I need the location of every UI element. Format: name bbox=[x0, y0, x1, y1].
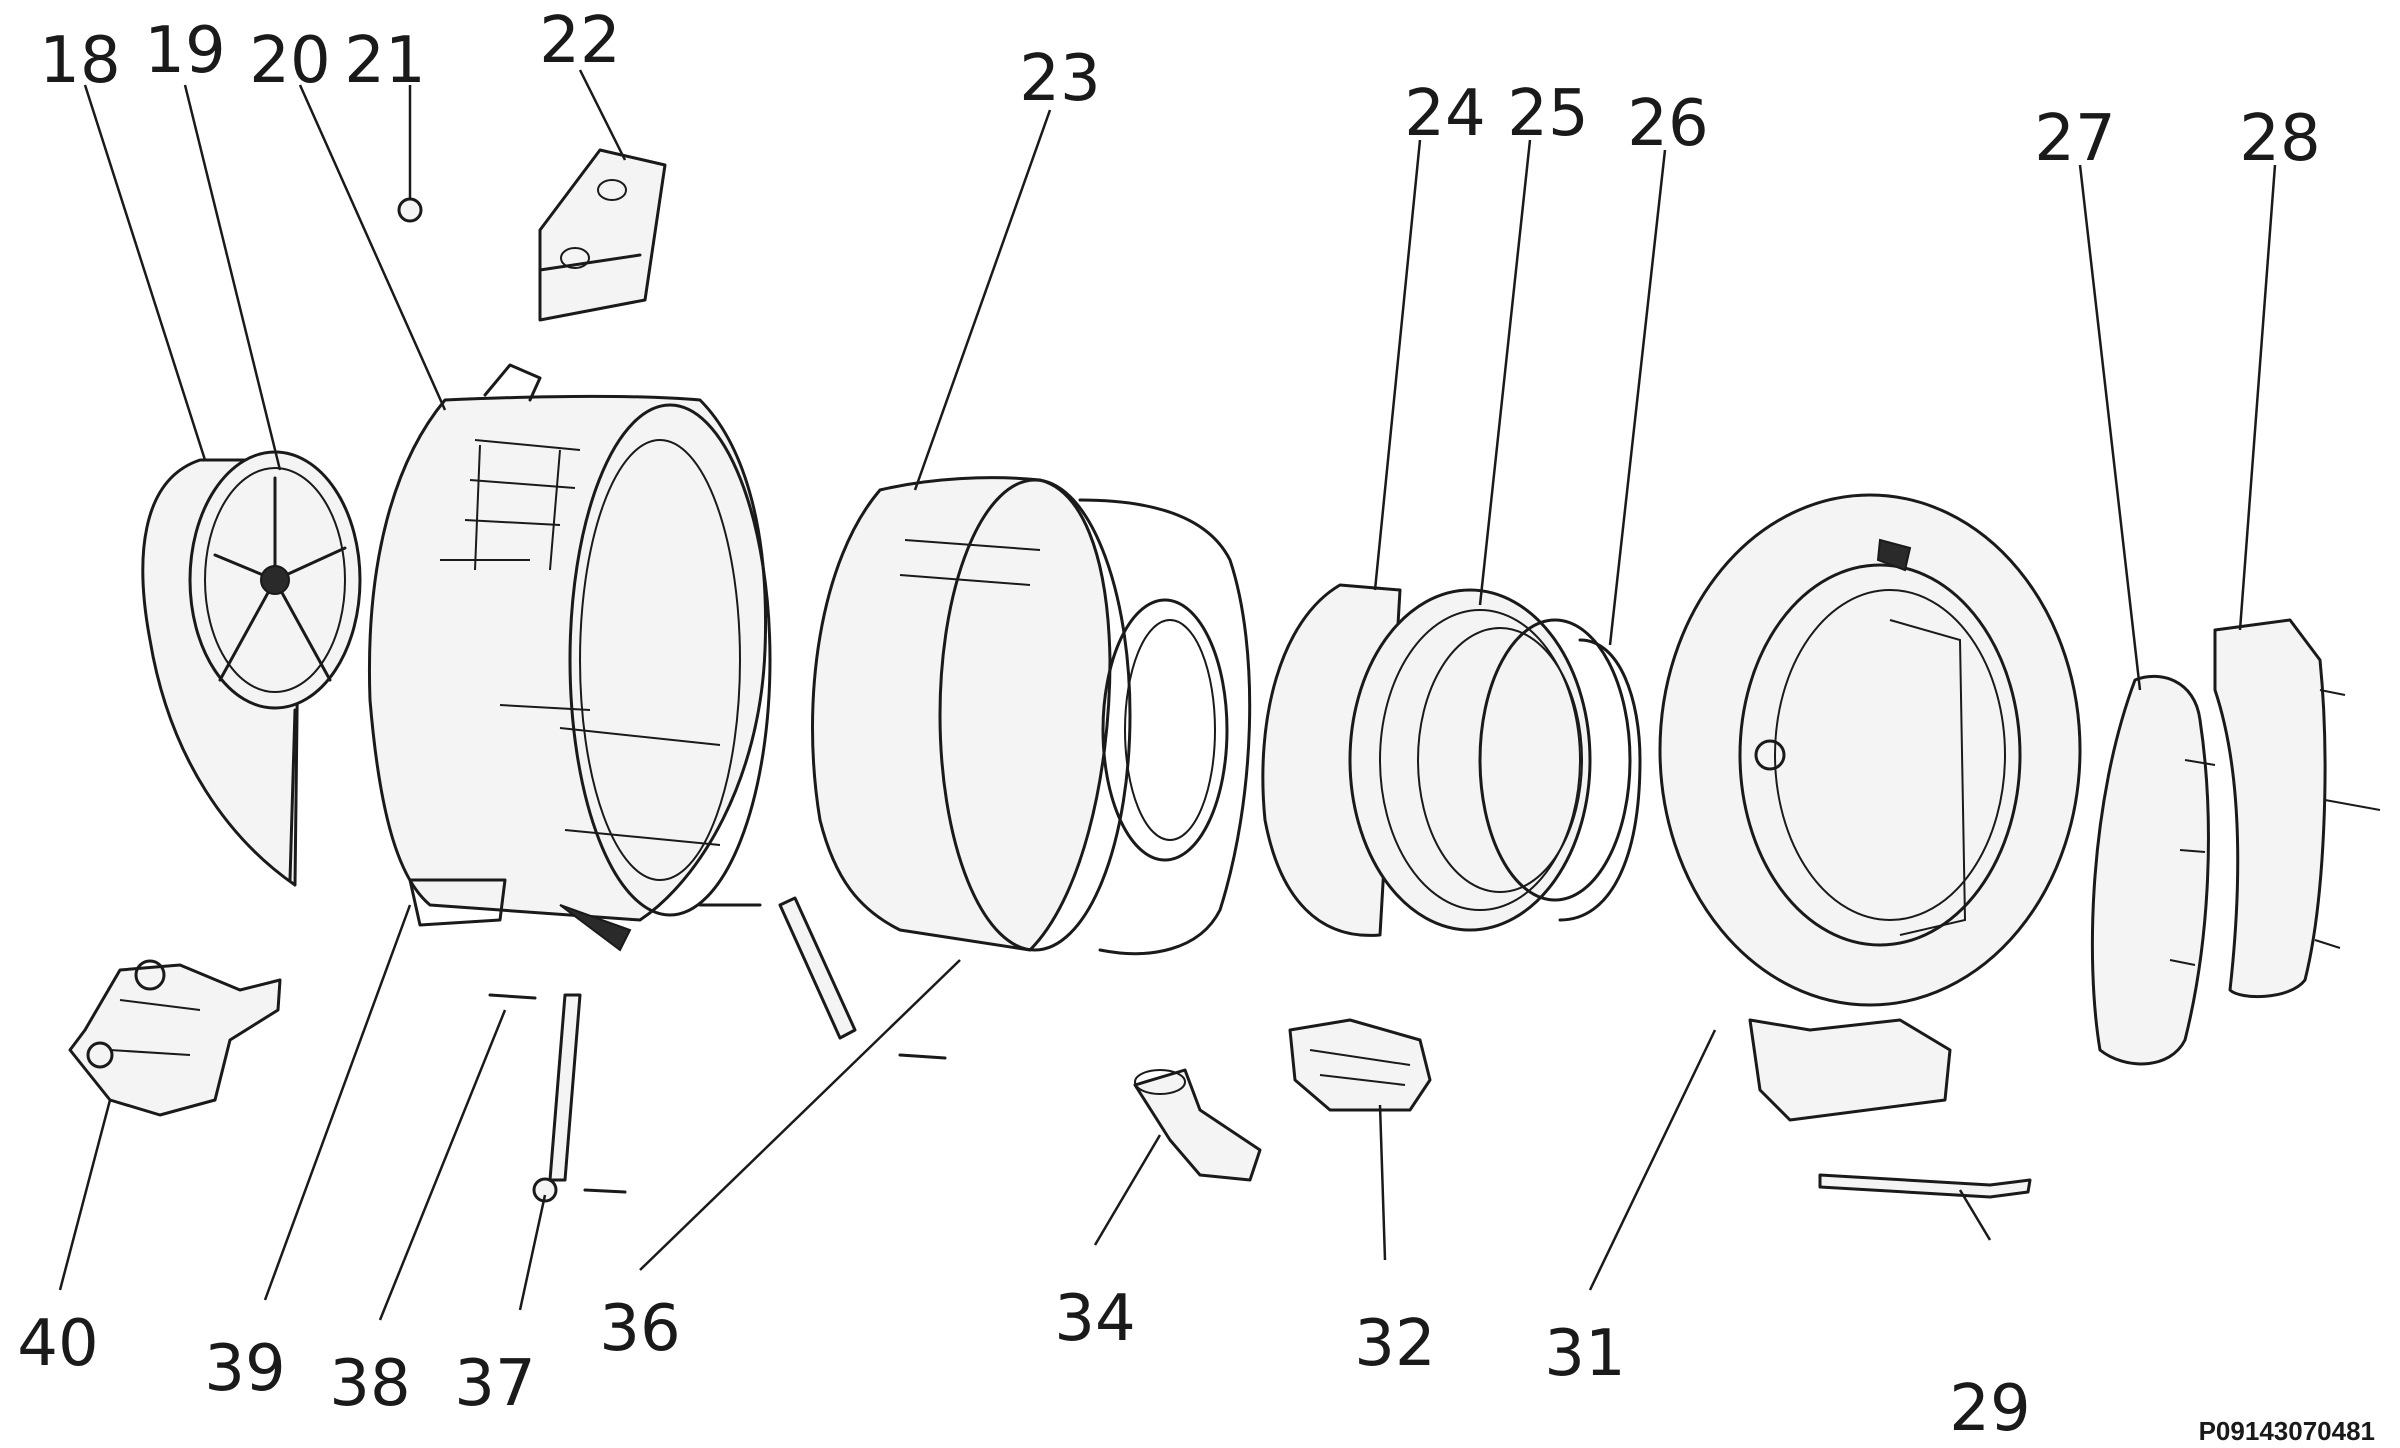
part-40-pump bbox=[68, 959, 282, 1117]
callout-18: 18 bbox=[39, 24, 120, 98]
callout-27: 27 bbox=[2034, 102, 2115, 176]
shock-absorbers bbox=[488, 896, 947, 1203]
front-tub-half bbox=[1658, 493, 2082, 1122]
callout-24: 24 bbox=[1404, 77, 1485, 151]
callout-28: 28 bbox=[2239, 102, 2320, 176]
callout-26: 26 bbox=[1627, 87, 1708, 161]
callout-38: 38 bbox=[329, 1347, 410, 1421]
part-29-rod bbox=[1818, 1173, 2032, 1199]
callout-20: 20 bbox=[249, 24, 330, 98]
rear-tub-half bbox=[367, 363, 772, 952]
callout-19: 19 bbox=[144, 14, 225, 88]
callout-40: 40 bbox=[17, 1307, 98, 1381]
part-22-block bbox=[538, 148, 667, 322]
door-seal-rings bbox=[1261, 583, 1642, 937]
callout-leaders bbox=[58, 69, 2277, 1321]
callout-31: 31 bbox=[1544, 1317, 1625, 1391]
callout-23: 23 bbox=[1019, 42, 1100, 116]
callout-37: 37 bbox=[454, 1347, 535, 1421]
callout-39: 39 bbox=[204, 1332, 285, 1406]
part-32-heater bbox=[1288, 1018, 1432, 1112]
part-21-nut bbox=[397, 197, 423, 223]
inner-drum bbox=[811, 476, 1252, 956]
callout-labels: 18 19 20 21 22 23 24 25 26 27 28 40 39 3… bbox=[17, 4, 2320, 1446]
drawing-code: P09143070481 bbox=[2199, 1416, 2375, 1446]
callout-25: 25 bbox=[1507, 77, 1588, 151]
front-weight-brackets bbox=[2090, 618, 2381, 1066]
pulley-assembly bbox=[141, 450, 362, 887]
callout-29: 29 bbox=[1949, 1372, 2030, 1446]
part-34-hose bbox=[1133, 1068, 1262, 1182]
callout-34: 34 bbox=[1054, 1282, 1135, 1356]
callout-21: 21 bbox=[344, 24, 425, 98]
callout-32: 32 bbox=[1354, 1307, 1435, 1381]
callout-22: 22 bbox=[539, 4, 620, 78]
callout-36: 36 bbox=[599, 1292, 680, 1366]
